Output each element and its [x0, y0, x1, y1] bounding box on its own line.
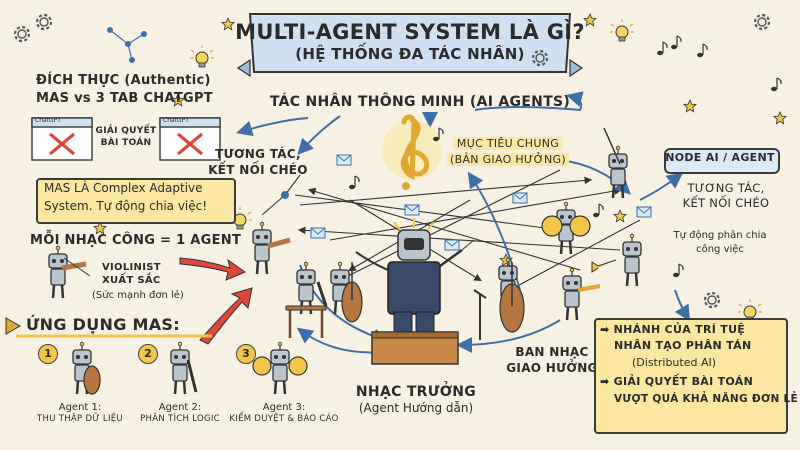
goal-line-2: (BẢN GIAO HƯỞNG)	[447, 153, 569, 167]
cas-line-1: MAS LÀ Complex Adaptive	[44, 181, 203, 195]
red-arrows	[179, 257, 253, 345]
interact-left-2: KẾT NỐI CHÉO	[208, 163, 308, 177]
solve-right-2: VƯỢT QUÁ KHẢ NĂNG ĐƠN LẺ	[614, 393, 798, 405]
cas-line-2: System. Tự động chia việc!	[44, 199, 208, 213]
agent-1-number: 1	[38, 344, 58, 364]
violinist-robot	[47, 244, 91, 300]
apps-underline	[5, 317, 212, 338]
solve-right-1: ➡ GIẢI QUYẾT BÀI TOÁN	[600, 375, 754, 388]
authentic-title-1: ĐÍCH THỰC (Authentic)	[36, 73, 211, 88]
apps-title: ỨNG DỤNG MAS:	[26, 315, 180, 334]
agent-1-name: Agent 1:	[58, 402, 102, 413]
orchestra-line-2: GIAO HƯỞNG	[506, 361, 598, 375]
blue-arrows	[236, 91, 691, 354]
agent-2-role: PHÂN TÍCH LOGIC	[140, 414, 220, 424]
node-badge	[664, 148, 780, 174]
chatgpt-tab-label-2: ChatGPT	[163, 117, 189, 124]
conductor-sub: (Agent Hướng dẫn)	[358, 401, 474, 415]
solve-label-1: GIẢI QUYẾT	[95, 126, 157, 136]
interact-right-2: KẾT NỐI CHÉO	[682, 196, 770, 210]
auto-line-1: Tự động phân chia	[673, 230, 767, 241]
conductor	[355, 218, 475, 365]
violinist-line-3: (Sức mạnh đơn lẻ)	[92, 290, 184, 301]
arrow-bullet-2-icon: ➡	[600, 375, 614, 388]
interact-right-1: TƯƠNG TÁC,	[687, 181, 765, 195]
distributed-ai-box	[594, 318, 788, 434]
smart-agents-label: TÁC NHÂN THÔNG MINH (AI AGENTS)	[269, 94, 571, 110]
arrow-bullet-1-icon: ➡	[600, 323, 614, 336]
branch-line-3: (Distributed AI)	[632, 356, 717, 369]
agent-3-name: Agent 3:	[262, 402, 306, 413]
app-agent-robots	[71, 340, 308, 396]
authentic-title-2: MAS vs 3 TAB CHATGPT	[36, 91, 213, 106]
violinist-line-1: VIOLINIST	[102, 262, 161, 273]
chatgpt-tab-label-1: ChatGPT	[35, 117, 61, 124]
branch-line-1: ➡ NHÁNH CỦA TRÍ TUỆ	[600, 323, 746, 336]
auto-line-2: công việc	[696, 244, 744, 255]
branch-line-2: NHÂN TẠO PHÂN TÁN	[614, 339, 752, 352]
interact-left-1: TƯƠNG TÁC,	[215, 147, 301, 161]
agent-2-name: Agent 2:	[158, 402, 202, 413]
title-line-1: MULTI-AGENT SYSTEM LÀ GÌ?	[235, 20, 585, 44]
orchestra-line-1: BAN NHẠC	[515, 345, 589, 359]
node-dot	[281, 191, 289, 199]
agent-3-number: 3	[236, 344, 256, 364]
musician-agent-label: MỖI NHẠC CÔNG = 1 AGENT	[30, 233, 242, 248]
chatgpt-tab-2	[159, 117, 221, 161]
title-line-2: (HỆ THỐNG ĐA TÁC NHÂN)	[295, 45, 525, 63]
orchestra-robots	[251, 127, 643, 340]
agent-3-role: KIỂM DUYỆT & BÁO CÁO	[229, 414, 339, 424]
cas-callout	[36, 178, 236, 224]
agent-1-role: THU THẬP DỮ LIỆU	[37, 414, 123, 424]
title-banner	[236, 13, 584, 78]
message-envelopes	[310, 154, 652, 251]
agent-2-number: 2	[138, 344, 158, 364]
chatgpt-tab-1	[31, 117, 93, 161]
solve-label-2: BÀI TOÁN	[100, 138, 152, 148]
violinist-line-2: XUẤT SẮC	[102, 275, 161, 286]
treble-clef	[382, 114, 444, 190]
conductor-label: NHẠC TRƯỞNG	[355, 384, 477, 400]
goal-line-1: MỤC TIÊU CHUNG	[453, 137, 563, 151]
node-label: NODE AI / AGENT	[665, 151, 775, 164]
